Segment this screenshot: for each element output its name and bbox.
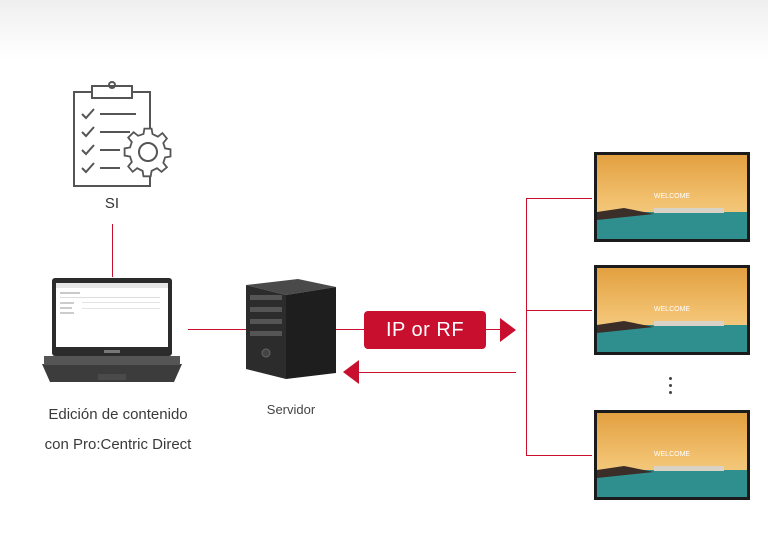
arrow-right-icon	[500, 318, 516, 342]
connector-si-laptop	[112, 224, 113, 277]
laptop-label-line1: Edición de contenido	[48, 406, 188, 423]
server-icon	[246, 279, 336, 379]
header-band	[0, 0, 768, 60]
connector-server-badge	[334, 329, 364, 330]
clipboard-gear-icon	[73, 81, 172, 187]
connector-bus-vertical	[526, 198, 527, 455]
laptop-label-line2: con Pro:Centric Direct	[44, 436, 192, 453]
connector-display-2	[526, 310, 592, 311]
display-3-screen-text: WELCOME	[654, 451, 691, 458]
laptop-icon	[42, 278, 182, 382]
si-label: SI	[104, 195, 120, 212]
server-label: Servidor	[266, 402, 316, 417]
connector-badge-arrow	[486, 329, 502, 330]
arrow-left-icon	[343, 360, 359, 384]
connector-laptop-server	[188, 329, 248, 330]
laptop-label: Edición de contenido con Pro:Centric Dir…	[4, 400, 232, 460]
display-3: WELCOME	[594, 410, 750, 500]
connector-display-1	[526, 198, 592, 199]
display-2: WELCOME	[594, 265, 750, 355]
display-2-screen-text: WELCOME	[654, 306, 691, 313]
more-displays-indicator	[668, 377, 674, 398]
connector-display-3	[526, 455, 592, 456]
connector-return	[356, 372, 516, 373]
connection-badge: IP or RF	[364, 311, 486, 349]
display-1: WELCOME	[594, 152, 750, 242]
display-1-screen-text: WELCOME	[654, 193, 691, 200]
